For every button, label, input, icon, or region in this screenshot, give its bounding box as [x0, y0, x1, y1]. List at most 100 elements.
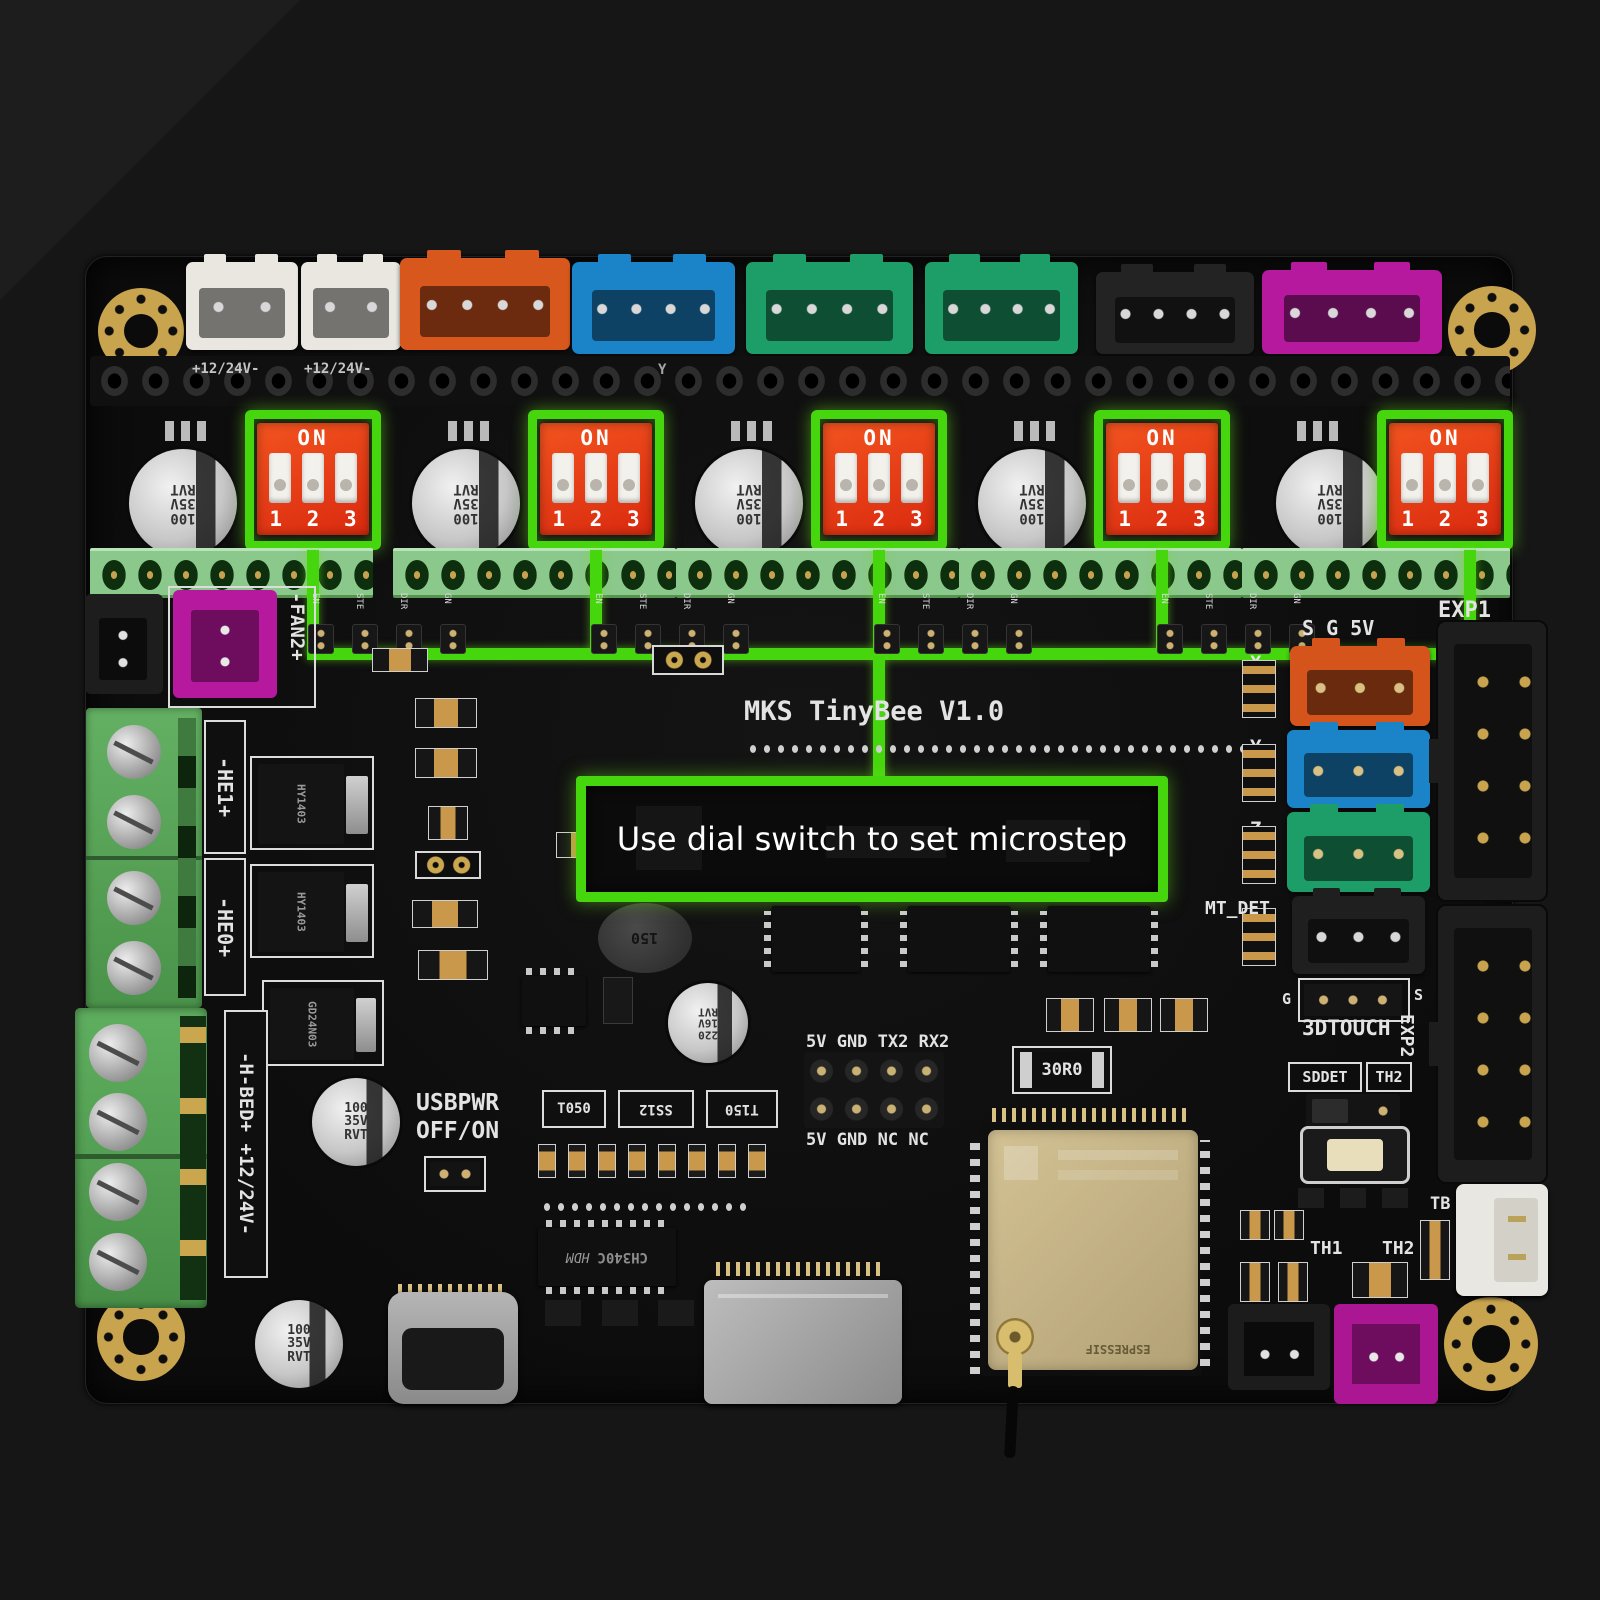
terminal-screw	[107, 795, 161, 849]
capacitor-marking: 100 35V RVT	[344, 1100, 368, 1143]
smd-led	[748, 1144, 766, 1178]
smd-cluster	[1278, 1262, 1308, 1302]
gold-pad-pair	[652, 645, 724, 675]
power-inductor: 150	[598, 903, 692, 973]
bottom-magenta-connector	[1334, 1304, 1438, 1404]
annotation-box: Use dial switch to set microstep	[576, 776, 1168, 902]
usbpwr-jumper-outline	[424, 1156, 486, 1192]
idc-pin-well	[1454, 928, 1532, 1160]
smd-led	[658, 1144, 676, 1178]
smd-cluster	[1014, 421, 1056, 441]
smd-diode	[603, 977, 633, 1024]
diode-t050: T050	[542, 1090, 606, 1128]
smd-cluster	[1104, 998, 1152, 1032]
dip-on-label: ON	[863, 426, 895, 450]
logic-chip	[764, 906, 868, 972]
pad-row	[746, 740, 1258, 758]
smd-transistor	[1298, 1188, 1324, 1208]
mosfet-marking: HY1403	[294, 892, 308, 932]
capacitor-marking: 100 35V RVT	[1317, 480, 1343, 527]
connector-pins	[1276, 305, 1428, 322]
resistor-marking: 30R0	[1041, 1060, 1083, 1080]
pin-header	[1157, 624, 1183, 654]
power-connector-white-1	[186, 254, 298, 350]
capacitor-marking: 100 35V RVT	[736, 480, 762, 527]
smd-cluster	[1274, 1210, 1304, 1240]
esp32-vendor-marking: ESPRESSIF	[1085, 1342, 1151, 1356]
endstop-y-connector	[1287, 722, 1430, 808]
usbpwr-label-1: USBPWR	[416, 1090, 500, 1116]
mt-det-label: MT_DET	[1205, 898, 1271, 919]
annotation-text: Use dial switch to set microstep	[616, 820, 1128, 858]
connector-magenta	[1262, 262, 1442, 354]
idc-pin-well	[1454, 644, 1532, 878]
logic-chip	[1040, 906, 1158, 972]
inductor-marking: 150	[631, 929, 659, 947]
capacitor-marking: 100 35V RVT	[170, 480, 196, 527]
connector-pins	[937, 300, 1066, 317]
th2-box-label: TH2	[1375, 1068, 1403, 1086]
pin-label-step: STE	[1203, 593, 1213, 610]
touch-g-label: G	[1282, 990, 1292, 1008]
smd-cluster	[372, 648, 428, 672]
pin-header	[308, 624, 334, 654]
dip-slider	[901, 453, 923, 503]
pin-label-gnd: GN	[1291, 593, 1301, 604]
dip-slider	[269, 453, 291, 503]
dip-slider	[335, 453, 357, 503]
capacitor-usb: 100 35V RVT	[312, 1078, 400, 1166]
mosfet-he0: HY1403	[258, 872, 344, 952]
dip-slider	[1434, 453, 1456, 503]
sddet-label: SDDET	[1302, 1068, 1348, 1086]
smd-transistor	[1382, 1188, 1408, 1208]
hbed-terminal-slots	[180, 1016, 206, 1300]
connector-pins	[585, 300, 722, 317]
top-header-socket-strip	[90, 356, 1510, 406]
connector-cavity	[1494, 1198, 1538, 1282]
dip-digit: 3	[626, 507, 640, 531]
dip-slider	[552, 453, 574, 503]
dip-digit: 1	[1118, 507, 1131, 531]
smd-cluster	[428, 806, 468, 840]
axis-marker-label: Y	[658, 362, 667, 378]
connector-blue	[572, 254, 735, 354]
mosfet-tab	[356, 998, 376, 1052]
usbpwr-jumper	[430, 1162, 480, 1186]
smd-cluster	[1046, 998, 1094, 1032]
smd-cluster	[1160, 998, 1208, 1032]
tactile-switch	[1300, 1126, 1410, 1184]
sd-pin-row	[716, 1262, 886, 1276]
mosfet-marking: GD24N03	[305, 1000, 319, 1048]
chip-marking: CH340C	[597, 1249, 649, 1265]
smd-cluster	[412, 900, 478, 928]
diode-t150: T150	[706, 1090, 778, 1128]
touch-header	[1304, 984, 1402, 1016]
pin-label-step: STE	[354, 593, 364, 610]
terminal-screw	[107, 941, 161, 995]
power-in-label-2: +12/24V-	[304, 361, 372, 377]
mosfet-bed: GD24N03	[270, 988, 354, 1060]
capacitor-marking: 220 16V RVT	[698, 1005, 718, 1042]
antenna-wire	[1004, 1385, 1019, 1459]
mount-hole-bottom-right	[1444, 1297, 1538, 1391]
terminal-slots	[178, 718, 196, 998]
mosfet-outline	[250, 864, 374, 958]
ch340-usb-chip: CH340C HDM	[538, 1220, 676, 1294]
sddet-jumper-header	[1306, 1094, 1400, 1128]
th1-label: TH1	[1310, 1238, 1343, 1259]
exp1-idc-connector	[1429, 620, 1548, 902]
driver-socket-strip	[959, 548, 1242, 598]
dip-digit: 2	[1155, 507, 1169, 531]
connector-cavity	[191, 610, 259, 682]
dip-slider	[1467, 453, 1489, 503]
dip-on-label: ON	[580, 426, 612, 450]
terminal-screw	[89, 1233, 147, 1291]
smd-transistor	[602, 1300, 638, 1326]
pin-label-step: STE	[920, 593, 930, 610]
pin-header	[1006, 624, 1032, 654]
esp32-etch	[1058, 1170, 1178, 1180]
